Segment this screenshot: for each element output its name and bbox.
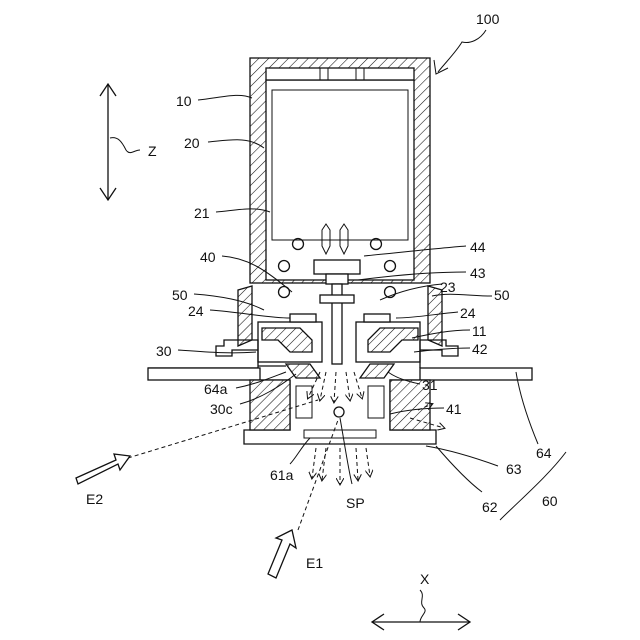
label-64a: 64a <box>204 381 228 397</box>
label-64: 64 <box>536 445 552 461</box>
housing <box>250 58 430 283</box>
label-40: 40 <box>200 249 216 265</box>
label-24-right: 24 <box>460 305 476 321</box>
label-sp: SP <box>346 495 365 511</box>
label-50-right: 50 <box>494 287 510 303</box>
label-31: 31 <box>422 377 438 393</box>
label-23: 23 <box>440 279 456 295</box>
label-63: 63 <box>506 461 522 477</box>
label-z: Z <box>148 143 157 159</box>
label-11: 11 <box>472 323 487 339</box>
label-42: 42 <box>472 341 488 357</box>
label-100: 100 <box>476 11 500 27</box>
label-44: 44 <box>470 239 486 255</box>
label-21: 21 <box>194 205 210 221</box>
label-61a: 61a <box>270 467 294 483</box>
label-62: 62 <box>482 499 498 515</box>
x-axis-arrow <box>372 590 470 630</box>
z-axis-arrow <box>100 84 140 200</box>
label-e2: E2 <box>86 491 103 507</box>
label-43: 43 <box>470 265 486 281</box>
label-60: 60 <box>542 493 558 509</box>
label-e1: E1 <box>306 555 323 571</box>
label-20: 20 <box>184 135 200 151</box>
label-10: 10 <box>176 93 192 109</box>
assembly-arrow <box>434 30 486 74</box>
label-30c: 30c <box>210 401 233 417</box>
beam-lines <box>76 400 338 578</box>
label-41: 41 <box>446 401 462 417</box>
label-50-left: 50 <box>172 287 188 303</box>
label-30: 30 <box>156 343 172 359</box>
label-x: X <box>420 571 430 587</box>
label-24-left: 24 <box>188 303 204 319</box>
